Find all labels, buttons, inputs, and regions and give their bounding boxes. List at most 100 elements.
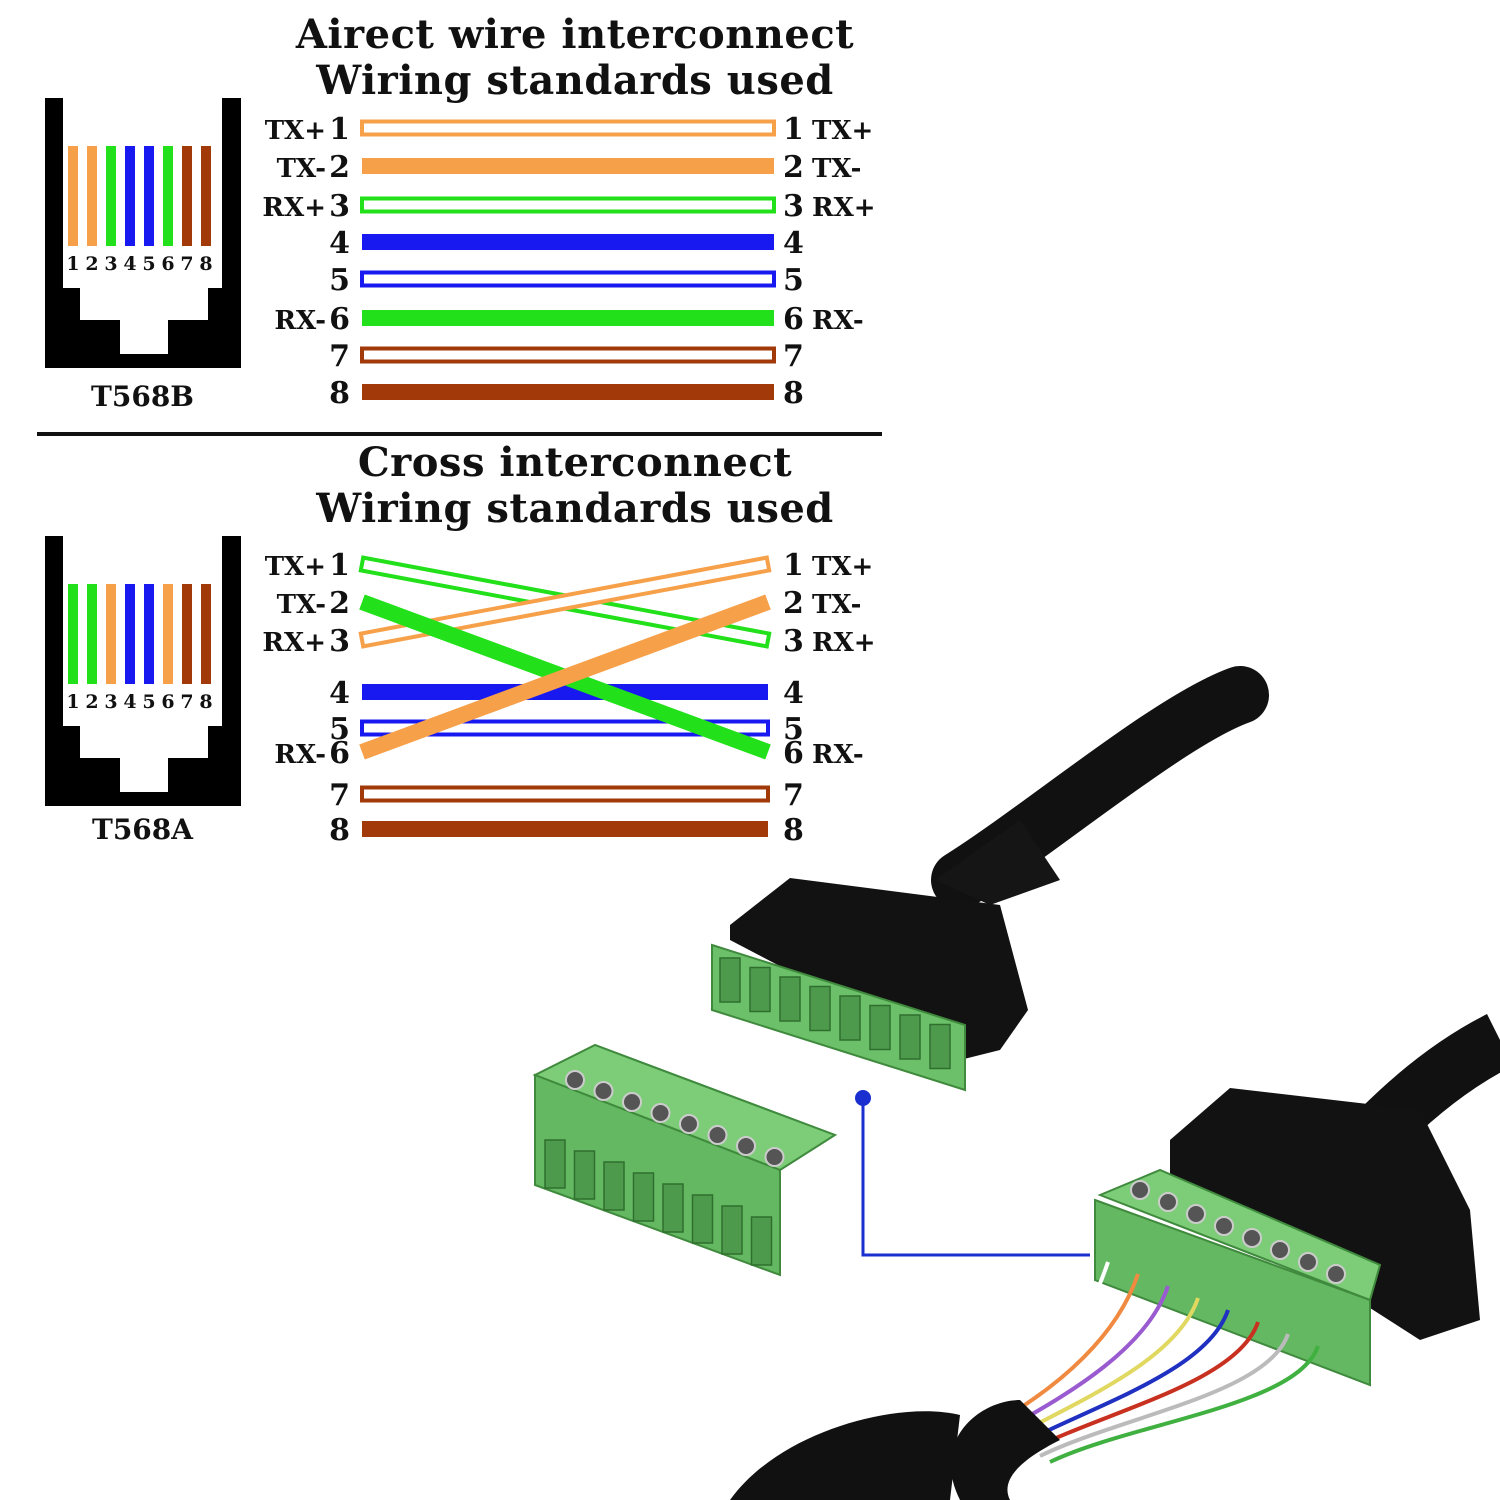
t568a-jack-cutout xyxy=(63,718,222,792)
lower-cable-jacket xyxy=(730,1411,960,1500)
lower-screw-6 xyxy=(1270,1240,1290,1260)
cross-left-pin-5: 5 xyxy=(329,712,350,747)
loose-slot-7 xyxy=(721,1205,743,1255)
lower-wire-8 xyxy=(1049,1345,1320,1464)
cross-wire-6 xyxy=(359,594,771,760)
upper-slot-1 xyxy=(719,957,741,1003)
direct-right-pin-6: 6 xyxy=(783,302,804,337)
loose-screw-2 xyxy=(593,1081,614,1101)
lower-wire-7 xyxy=(1039,1333,1290,1458)
t568a-jack-pin-number: 6 xyxy=(161,691,174,713)
lower-terminal-screws xyxy=(1130,1180,1346,1284)
t568a-jack-pin-number: 2 xyxy=(85,691,98,713)
upper-slot-6 xyxy=(869,1004,891,1051)
direct-wire-8 xyxy=(362,384,774,400)
loose-plug-screws xyxy=(565,1070,785,1167)
loose-screw-8 xyxy=(764,1147,785,1167)
t568b-jack-pin-number: 8 xyxy=(199,253,212,275)
upper-terminal-slots xyxy=(719,957,951,1070)
t568b-jack-contact-6 xyxy=(163,146,173,246)
loose-slot-3 xyxy=(603,1161,625,1211)
upper-slot-8 xyxy=(929,1023,951,1070)
t568b-jack-contact-7 xyxy=(182,146,192,246)
upper-slot-4 xyxy=(809,985,831,1032)
lower-housing xyxy=(1170,1088,1480,1340)
cross-left-pin-4: 4 xyxy=(329,676,350,711)
t568a-jack-contact-3 xyxy=(106,584,116,684)
direct-left-pin-7: 7 xyxy=(329,339,350,374)
cross-left-signal-6: RX- xyxy=(274,740,326,770)
direct-wire-6 xyxy=(362,310,774,326)
t568a-jack-pin-number: 7 xyxy=(180,691,193,713)
direct-wire-3 xyxy=(360,196,776,214)
lower-screw-4 xyxy=(1214,1216,1234,1236)
loose-slot-5 xyxy=(662,1183,684,1233)
cross-right-pin-8: 8 xyxy=(783,813,804,848)
cross-wire-3 xyxy=(358,555,772,649)
t568a-jack-contact-6 xyxy=(163,584,173,684)
t568b-jack-contact-4 xyxy=(125,146,135,246)
direct-right-pin-4: 4 xyxy=(783,226,804,261)
loose-slot-2 xyxy=(573,1150,596,1200)
cross-right-pin-7: 7 xyxy=(783,778,804,813)
lower-screw-1 xyxy=(1130,1180,1150,1200)
t568b-label: T568B xyxy=(91,380,194,413)
direct-left-pin-2: 2 xyxy=(329,150,350,185)
lower-screw-5 xyxy=(1242,1228,1262,1248)
t568a-jack-pin-number: 3 xyxy=(104,691,117,713)
cross-left-pin-1: 1 xyxy=(329,548,350,583)
t568a-jack-pin-number: 4 xyxy=(123,691,136,713)
direct-left-pin-5: 5 xyxy=(329,263,350,298)
cross-right-signal-3: RX+ xyxy=(812,628,876,658)
direct-left-pin-8: 8 xyxy=(329,376,350,411)
t568a-jack-pin-number: 8 xyxy=(199,691,212,713)
cross-wire-5 xyxy=(360,719,770,737)
upper-slot-7 xyxy=(899,1014,921,1060)
loose-screw-6 xyxy=(707,1125,728,1145)
t568a-jack-contact-7 xyxy=(182,584,192,684)
loose-plug-front xyxy=(534,1073,781,1277)
direct-wire-5 xyxy=(360,270,776,288)
direct-wire-1 xyxy=(360,119,776,137)
direct-right-pin-2: 2 xyxy=(783,150,804,185)
loose-screw-7 xyxy=(736,1136,756,1156)
t568b-jack-contact-8 xyxy=(201,146,211,246)
direct-right-signal-1: TX+ xyxy=(812,116,873,146)
t568b-jack-pin-number: 1 xyxy=(66,253,79,275)
t568b-jack-cutout xyxy=(63,280,222,354)
cross-right-signal-2: TX- xyxy=(812,590,861,620)
t568b-jack-pin-number: 6 xyxy=(161,253,174,275)
lower-cable-bottom xyxy=(950,1400,1060,1500)
upper-cable-strain-relief xyxy=(935,820,1060,905)
upper-slot-3 xyxy=(779,976,801,1022)
loose-slot-8 xyxy=(750,1216,773,1266)
direct-wire-7 xyxy=(360,346,776,364)
direct-left-pin-1: 1 xyxy=(329,112,350,147)
loose-screw-4 xyxy=(650,1103,671,1123)
t568a-jack-contact-8 xyxy=(201,584,211,684)
loose-screw-3 xyxy=(622,1092,642,1112)
direct-right-pin-5: 5 xyxy=(783,263,804,298)
direct-right-pin-3: 3 xyxy=(783,189,804,224)
upper-slot-2 xyxy=(749,966,771,1013)
terminal-block-adapter-illustration xyxy=(532,666,1500,1500)
cross-left-pin-6: 6 xyxy=(329,736,350,771)
direct-right-pin-8: 8 xyxy=(783,376,804,411)
cross-title-line1: Cross interconnect xyxy=(357,439,793,486)
direct-left-pin-6: 6 xyxy=(329,302,350,337)
cross-right-pin-1: 1 xyxy=(783,548,804,583)
direct-left-signal-1: TX+ xyxy=(265,116,326,146)
cross-left-pin-3: 3 xyxy=(329,624,350,659)
t568a-jack-contact-4 xyxy=(125,584,135,684)
cross-left-signal-1: TX+ xyxy=(265,552,326,582)
direct-right-signal-3: RX+ xyxy=(812,193,876,223)
lower-wire-6 xyxy=(1029,1321,1260,1452)
t568a-jack-pin-number: 5 xyxy=(142,691,155,713)
lower-wire-5 xyxy=(1019,1309,1230,1446)
t568b-jack-pin-number: 5 xyxy=(142,253,155,275)
lower-screw-3 xyxy=(1186,1204,1206,1224)
lower-screw-2 xyxy=(1158,1192,1178,1212)
callout-line xyxy=(861,1098,1090,1257)
t568b-jack-contact-3 xyxy=(106,146,116,246)
loose-screw-5 xyxy=(679,1114,699,1134)
